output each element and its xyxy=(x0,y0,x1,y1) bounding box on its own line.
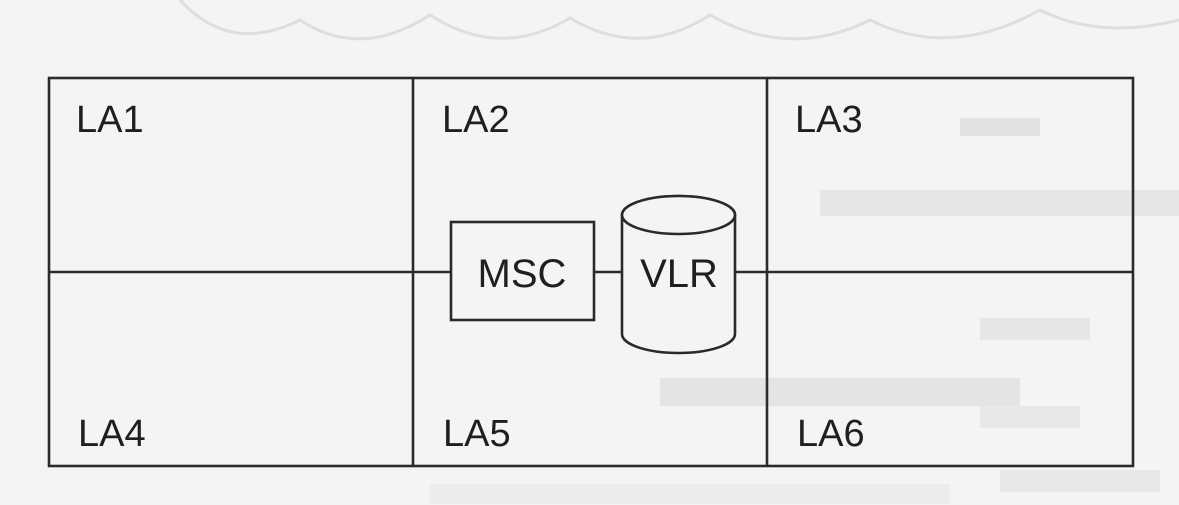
area-label-la6: LA6 xyxy=(797,413,865,455)
msc-box xyxy=(449,220,596,322)
area-label-la3: LA3 xyxy=(795,99,863,141)
msc-node: MSC xyxy=(449,220,596,322)
area-label-la2: LA2 xyxy=(442,99,510,141)
vlr-node: VLR xyxy=(620,194,737,355)
area-label-la1: LA1 xyxy=(76,99,144,141)
location-area-grid xyxy=(47,76,1135,468)
area-label-la5: LA5 xyxy=(443,413,511,455)
area-label-la4: LA4 xyxy=(78,413,146,455)
msc-label: MSC xyxy=(478,252,567,296)
vlr-label: VLR xyxy=(640,252,718,296)
vlr-cylinder-top xyxy=(620,194,737,236)
